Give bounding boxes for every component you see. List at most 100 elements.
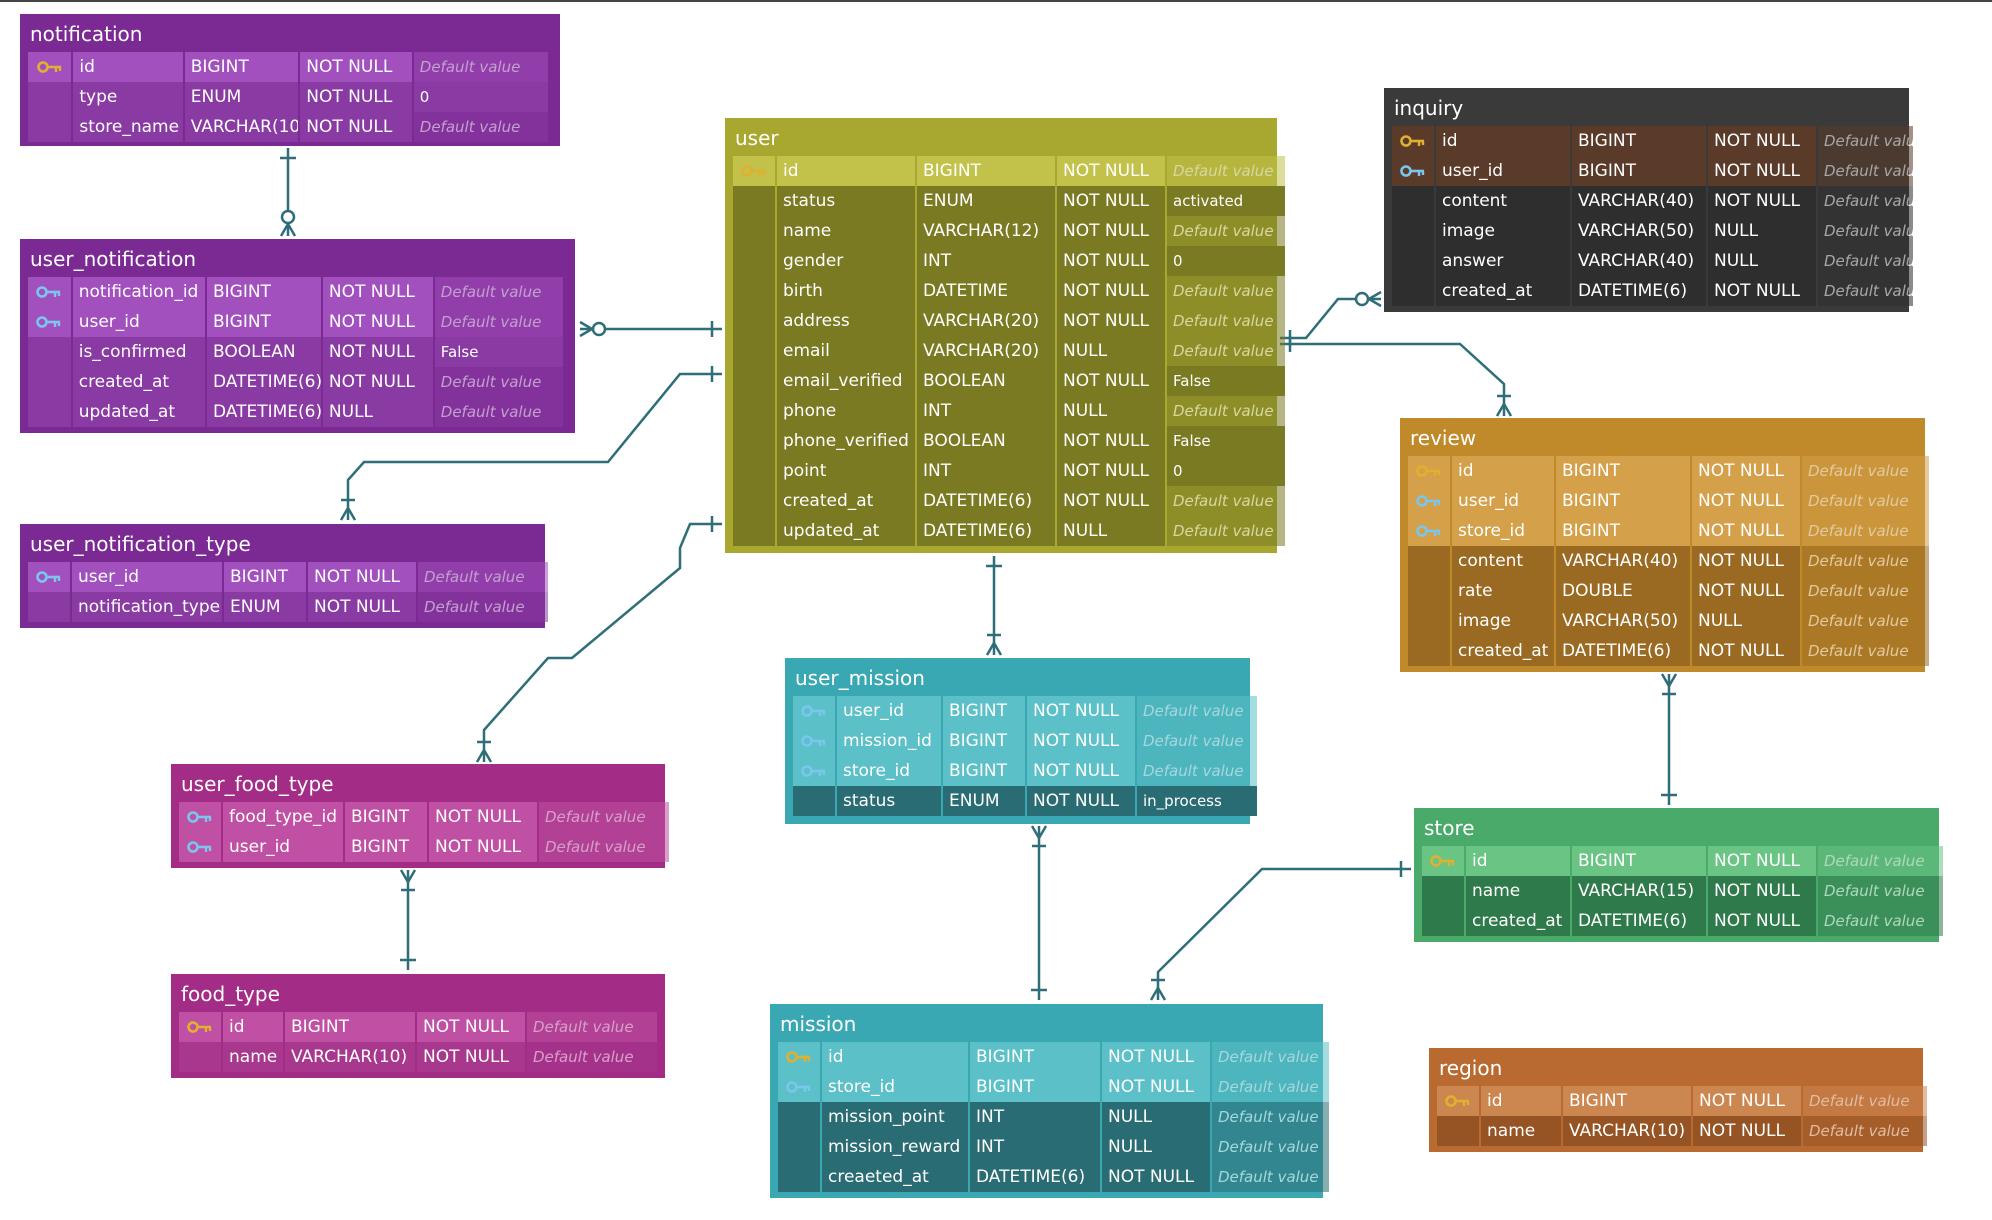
column-default: Default value — [527, 1042, 657, 1072]
table-title[interactable]: inquiry — [1394, 96, 1464, 120]
table-title[interactable]: store — [1424, 816, 1475, 840]
table-title[interactable]: mission — [780, 1012, 857, 1036]
column-type: DATETIME(6) — [917, 486, 1055, 516]
table-title[interactable]: region — [1439, 1056, 1503, 1080]
table-title[interactable]: user_notification — [30, 247, 197, 271]
key-cell — [733, 246, 775, 276]
relation-path — [1156, 867, 1411, 1000]
table-title[interactable]: review — [1410, 426, 1477, 450]
column-default: 0 — [1167, 246, 1285, 276]
relation-user-inquiry — [1280, 290, 1382, 346]
column-default: Default value — [539, 802, 669, 832]
table-title[interactable]: user_food_type — [181, 772, 334, 796]
column-nullability: NOT NULL — [1692, 546, 1800, 576]
column-nullability: NOT NULL — [1057, 306, 1165, 336]
relation-food_type-user_food_type — [399, 869, 417, 970]
key-cell — [778, 1162, 820, 1192]
column-type: BIGINT — [285, 1012, 415, 1042]
column-name: store_id — [1452, 516, 1554, 546]
table-title[interactable]: user — [735, 126, 779, 150]
column-name: notification_type — [72, 592, 222, 622]
column-type: VARCHAR(50) — [1572, 216, 1706, 246]
foreign-key-icon — [793, 696, 835, 726]
column-type: VARCHAR(20) — [917, 306, 1055, 336]
table-title[interactable]: food_type — [181, 982, 280, 1006]
column-name: name — [1466, 876, 1570, 906]
table-title[interactable]: notification — [30, 22, 143, 46]
column-type: BOOLEAN — [206, 337, 321, 367]
primary-key-icon — [1422, 846, 1464, 876]
column-default: Default value — [1167, 306, 1285, 336]
table-title[interactable]: user_mission — [795, 666, 925, 690]
column-nullability: NOT NULL — [322, 277, 433, 307]
table-title[interactable]: user_notification_type — [30, 532, 251, 556]
